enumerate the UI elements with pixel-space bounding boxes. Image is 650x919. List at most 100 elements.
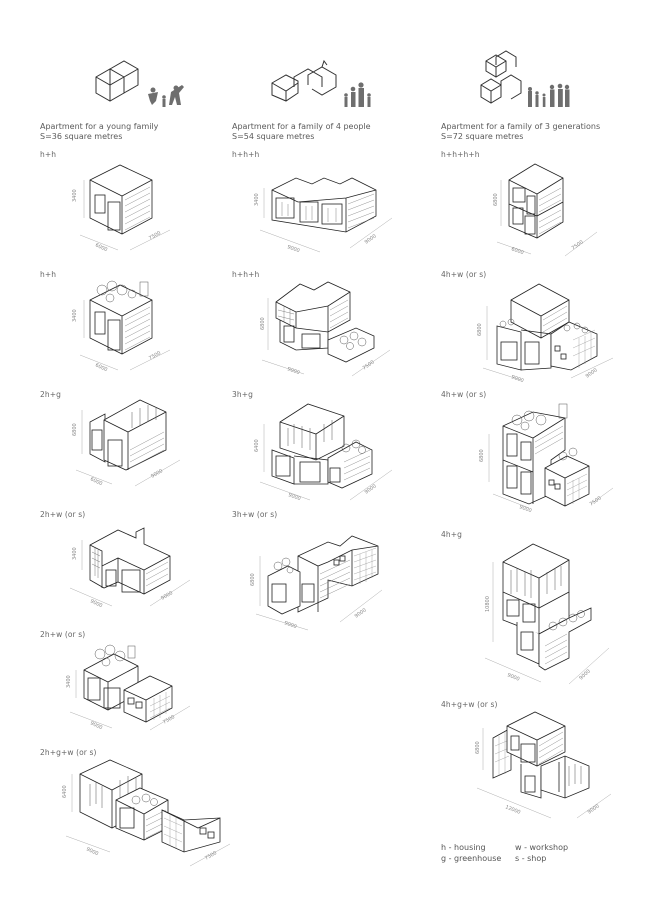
svg-text:3400: 3400 [72,547,78,560]
svg-text:9000: 9000 [160,590,174,602]
svg-text:9000: 9000 [578,669,591,682]
isometric-module-greenhouse-workshop-drawing: 6400 9000 7500 [62,759,231,867]
svg-text:7500: 7500 [148,350,162,362]
variant-label: 4h+w (or s) [441,390,487,399]
isometric-module-with-workshop-drawing: 3400 9000 9000 [69,527,191,609]
variant-cell: 4h+g+w (or s) 6800 12000 9000 [441,700,621,820]
svg-text:9000: 9000 [287,492,301,502]
svg-text:9000: 9000 [286,244,300,254]
variant-label: 4h+g [441,530,462,539]
svg-text:6000: 6000 [94,362,108,373]
isometric-module-drawing: 3400 6000 7500 [72,164,171,253]
variant-cell: 4h+g 10800 9000 9000 [441,530,621,690]
variant-cell: 2h+g+w (or s) 6400 9000 7500 [40,748,240,868]
variant-label: 4h+w (or s) [441,270,487,279]
svg-text:6400: 6400 [254,439,260,452]
area-line: S=72 square metres [441,132,524,141]
legend: h - housing w - workshop g - greenhouse … [441,842,568,864]
svg-text:7500: 7500 [204,850,218,862]
svg-text:3400: 3400 [254,193,260,206]
variant-cell: 2h+w (or s) 3400 9000 7500 [40,630,220,740]
area-line: S=36 square metres [40,132,123,141]
isometric-three-module-workshop-drawing: 6800 9000 9000 [250,535,383,630]
variant-cell: h+h+h+h 6800 6000 7500 [441,150,621,260]
svg-text:6800: 6800 [250,573,256,586]
area-line: S=54 square metres [232,132,315,141]
svg-text:10800: 10800 [485,596,491,612]
svg-text:6400: 6400 [62,785,68,798]
svg-text:6000: 6000 [510,246,524,256]
isometric-four-module-greenhouse-drawing: 10800 9000 9000 [484,543,610,685]
variant-cell: 2h+w (or s) 3400 9000 9000 [40,510,220,620]
variant-label: 2h+g [40,390,61,399]
isometric-module-with-greenhouse-drawing: 6800 6000 9000 [72,399,181,487]
svg-text:6000: 6000 [89,476,103,487]
two-module-family-icon [40,45,240,115]
variant-label: h+h+h [232,150,260,159]
variant-label: 2h+g+w (or s) [40,748,97,757]
svg-text:6800: 6800 [475,741,481,754]
svg-text:9000: 9000 [364,483,378,495]
svg-text:9000: 9000 [286,366,300,376]
column-title: Apartment for a young family S=36 square… [40,122,158,142]
svg-text:6800: 6800 [260,317,266,330]
variant-cell: h+h 3400 6000 7500 [40,150,220,260]
title-line: Apartment for a young family [40,122,159,131]
svg-text:9000: 9000 [364,233,378,245]
svg-text:7500: 7500 [571,239,585,251]
isometric-module-with-workshop-drawing: 3400 9000 7500 [66,644,191,731]
legend-housing: h - housing [441,843,486,852]
variant-cell: h+h+h 6800 9000 7500 [232,270,412,380]
variant-cell: 3h+g 6400 9000 9000 [232,390,412,505]
variant-cell: 3h+w (or s) 6800 9000 9000 [232,510,412,635]
isometric-four-module-greenhouse-workshop-drawing: 6800 12000 9000 [475,711,612,819]
title-line: Apartment for a family of 4 people [232,122,371,131]
isometric-three-module-greenhouse-drawing: 6400 9000 9000 [254,403,393,502]
svg-text:7500: 7500 [148,230,162,242]
svg-text:6800: 6800 [72,423,78,436]
variant-label: 2h+w (or s) [40,510,86,519]
variant-cell: 2h+g 6800 6000 9000 [40,390,220,500]
isometric-four-module-workshop-drawing: 6800 9000 9000 [477,283,614,384]
svg-text:6000: 6000 [94,242,108,253]
legend-workshop: w - workshop [515,843,569,852]
svg-text:9000: 9000 [89,598,103,609]
svg-text:9000: 9000 [506,672,520,682]
variant-label: 4h+g+w (or s) [441,700,498,709]
svg-text:9000: 9000 [89,720,103,731]
svg-text:9000: 9000 [510,374,524,384]
svg-text:9000: 9000 [587,803,601,815]
column-title: Apartment for a family of 4 people S=54 … [232,122,371,142]
legend-shop: s - shop [515,854,547,863]
variant-cell: 4h+w (or s) 6800 9000 9000 [441,270,621,384]
svg-text:3400: 3400 [72,189,78,202]
variant-cell: 4h+w (or s) 6800 9000 7500 [441,390,621,514]
legend-row: h - housing w - workshop [441,842,568,853]
svg-text:9000: 9000 [150,468,164,480]
variant-label: 3h+w (or s) [232,510,278,519]
isometric-four-module-workshop-drawing: 6800 9000 7500 [479,403,614,514]
svg-text:3400: 3400 [66,675,72,688]
variant-label: 2h+w (or s) [40,630,86,639]
svg-text:7500: 7500 [162,714,176,726]
svg-text:6800: 6800 [493,193,499,206]
three-module-family-icon [232,45,432,115]
svg-text:12000: 12000 [504,804,521,816]
variant-label: h+h+h+h [441,150,480,159]
svg-text:9000: 9000 [518,504,532,514]
variant-label: h+h+h [232,270,260,279]
legend-greenhouse: g - greenhouse [441,854,502,863]
variant-label: 3h+g [232,390,253,399]
title-line: Apartment for a family of 3 generations [441,122,601,131]
variant-cell: h+h+h 3400 9000 9000 [232,150,412,260]
svg-text:6800: 6800 [477,323,483,336]
legend-row: g - greenhouse s - shop [441,853,568,864]
column-title: Apartment for a family of 3 generations … [441,122,600,142]
isometric-three-module-drawing: 3400 9000 9000 [254,177,393,254]
variant-cell: h+h 3400 6000 7500 [40,270,220,380]
svg-text:6800: 6800 [479,449,485,462]
four-module-family-icon [441,45,641,115]
svg-text:3400: 3400 [72,309,78,322]
svg-text:9000: 9000 [585,367,599,379]
isometric-four-module-drawing: 6800 6000 7500 [493,163,598,256]
